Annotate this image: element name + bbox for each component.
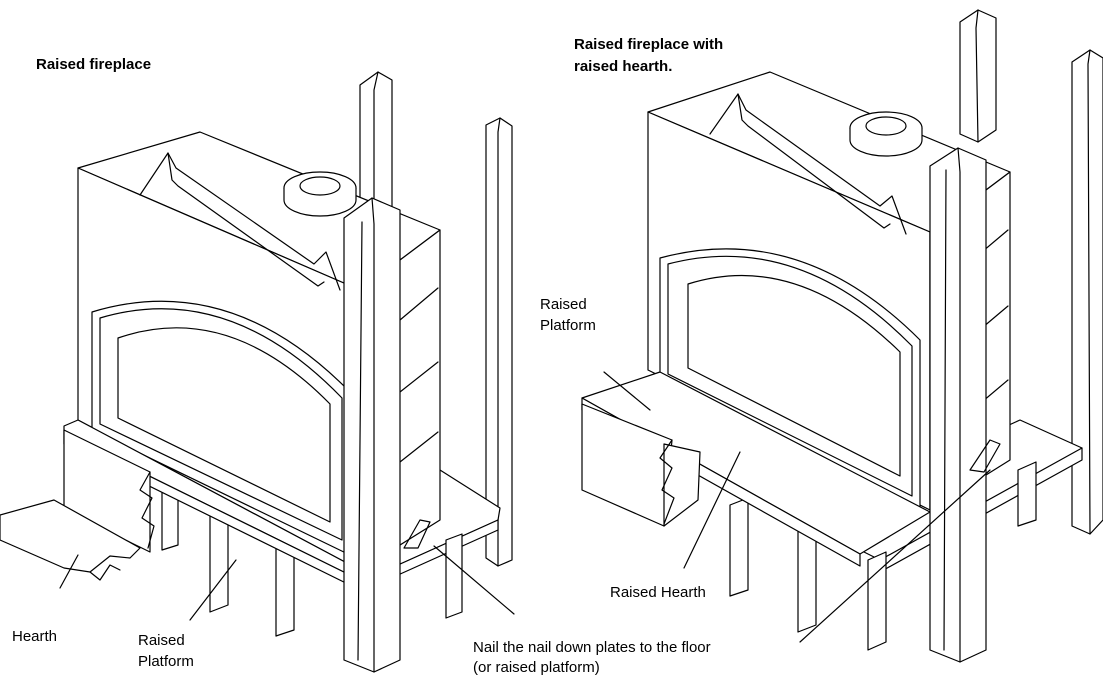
right-far-stud bbox=[1071, 49, 1103, 535]
right-nail-down-plate bbox=[969, 439, 1001, 473]
left-platform-label-line2: Platform bbox=[138, 653, 194, 670]
left-figure-title: Raised fireplace bbox=[36, 56, 152, 73]
right-platform-label-line1: Raised bbox=[540, 296, 587, 313]
right-fireplace-drawing bbox=[581, 9, 1103, 663]
right-raised-platform bbox=[581, 403, 701, 527]
right-front-stud bbox=[929, 147, 987, 663]
left-hearth-extension bbox=[0, 499, 141, 581]
left-platform-label-line1: Raised bbox=[138, 632, 185, 649]
left-front-stud bbox=[343, 197, 401, 673]
left-fireplace-drawing bbox=[0, 71, 515, 673]
right-figure-title-line2: raised hearth. bbox=[574, 58, 673, 75]
nail-down-note-line2: (or raised platform) bbox=[473, 659, 600, 676]
left-hearth-label: Hearth bbox=[12, 628, 58, 645]
right-back-stud bbox=[959, 9, 997, 143]
right-platform-legs bbox=[729, 461, 1037, 651]
right-figure-title-line1: Raised fireplace with bbox=[574, 36, 724, 53]
nail-down-note-line1: Nail the nail down plates to the floor bbox=[473, 639, 711, 656]
right-raised-hearth-label: Raised Hearth bbox=[610, 584, 706, 601]
right-fireplace-box bbox=[647, 71, 1011, 511]
left-nail-down-plate bbox=[403, 519, 431, 549]
left-raised-platform bbox=[63, 429, 155, 553]
right-platform-label-line2: Platform bbox=[540, 317, 596, 334]
left-far-stud bbox=[485, 117, 513, 567]
